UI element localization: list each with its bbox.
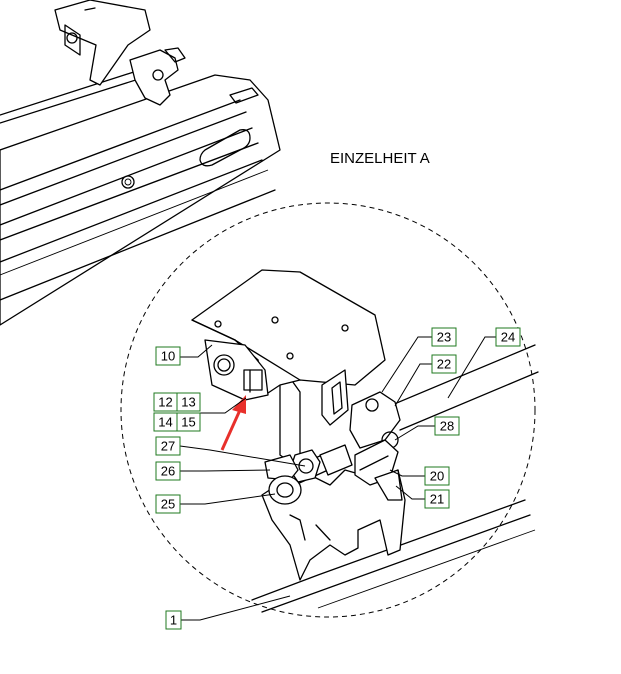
callout-21: 21	[424, 489, 450, 509]
callout-27: 27	[155, 436, 181, 456]
callout-20: 20	[424, 466, 450, 486]
callout-13: 13	[176, 392, 201, 412]
detail-assembly	[191, 269, 539, 613]
svg-text:15: 15	[181, 415, 195, 430]
indicator-arrow	[220, 395, 246, 451]
svg-text:24: 24	[501, 330, 515, 345]
callout-28: 28	[434, 416, 460, 436]
svg-text:13: 13	[181, 395, 195, 410]
leader-lines	[179, 336, 496, 621]
callout-14: 14	[153, 412, 178, 432]
svg-text:1: 1	[170, 613, 177, 628]
detail-title: EINZELHEIT A	[330, 150, 430, 167]
detail-circle	[120, 202, 536, 618]
overview-assembly	[0, 0, 281, 326]
svg-text:12: 12	[158, 395, 172, 410]
callout-15: 15	[176, 412, 201, 432]
svg-text:21: 21	[430, 492, 444, 507]
callout-26: 26	[155, 461, 181, 481]
callout-25: 25	[155, 494, 181, 514]
svg-text:10: 10	[161, 349, 175, 364]
callout-1: 1	[165, 610, 182, 630]
svg-text:25: 25	[161, 497, 175, 512]
callout-12: 12	[153, 392, 178, 412]
svg-text:27: 27	[161, 439, 175, 454]
callout-24: 24	[495, 327, 521, 347]
callout-10: 10	[155, 346, 181, 366]
callout-23: 23	[431, 327, 457, 347]
svg-text:26: 26	[161, 464, 175, 479]
svg-text:22: 22	[437, 357, 451, 372]
svg-text:23: 23	[437, 330, 451, 345]
callout-22: 22	[431, 354, 457, 374]
svg-text:28: 28	[440, 419, 454, 434]
svg-text:14: 14	[158, 415, 172, 430]
svg-text:20: 20	[430, 469, 444, 484]
